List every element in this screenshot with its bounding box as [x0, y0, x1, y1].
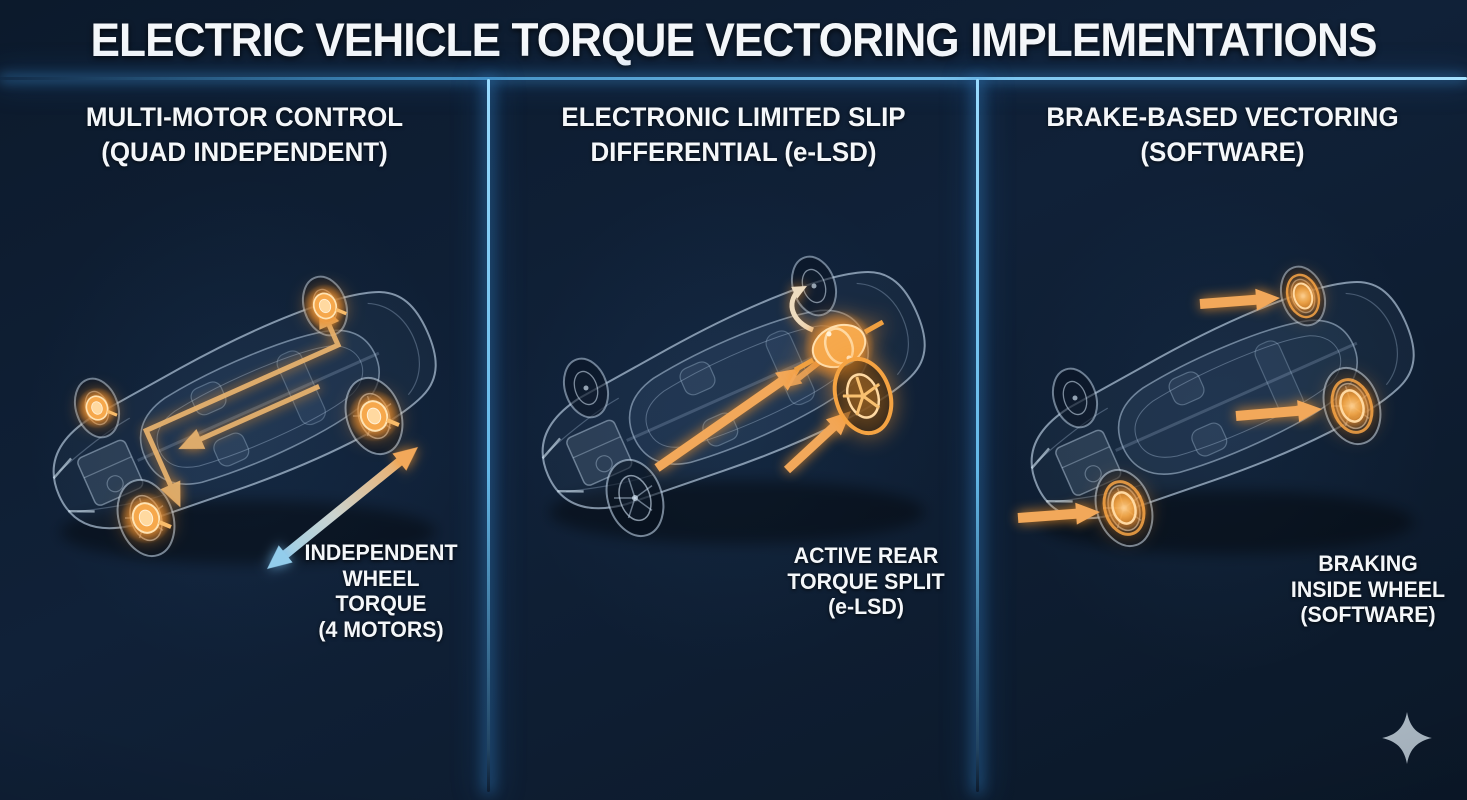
panel-1-caption-line-1: INDEPENDENT: [304, 540, 458, 565]
panel-1-header-line-2: (QUAD INDEPENDENT): [101, 137, 388, 167]
panel-2-caption-line-3: (e-LSD): [828, 594, 904, 619]
panel-1-header: MULTI-MOTOR CONTROL (QUAD INDEPENDENT): [10, 100, 479, 170]
brake-arrow-rear-far: [1199, 287, 1281, 311]
panel-3-caption-line-2: INSIDE WHEEL: [1290, 576, 1446, 602]
bidirectional-torque-arrow: [260, 438, 425, 578]
panel-2-caption: ACTIVE REAR TORQUE SPLIT (e-LSD): [759, 543, 972, 620]
panel-3-caption-line-3: (SOFTWARE): [1300, 602, 1436, 627]
panel-divider-line-1: [487, 79, 490, 792]
panel-2-header-line-2: DIFFERENTIAL (e-LSD): [590, 137, 877, 167]
front-left-motor-glow-icon: [118, 490, 174, 546]
panel-1-header-line-1: MULTI-MOTOR CONTROL: [85, 102, 404, 132]
e-lsd-differential-glow-icon: [793, 310, 885, 382]
rear-right-motor-glow-icon: [301, 282, 349, 330]
panel-divider-line-2: [976, 79, 979, 792]
glowing-rear-wheel-icon: [832, 356, 894, 436]
sparkle-icon: [1382, 712, 1432, 764]
panel-3-caption-line-1: BRAKING: [1318, 551, 1418, 576]
panel-3-header-line-1: BRAKE-BASED VECTORING: [1046, 102, 1399, 132]
panel-multi-motor-control: MULTI-MOTOR CONTROL (QUAD INDEPENDENT): [0, 80, 489, 800]
brake-vectoring-car-illustration: [978, 80, 1467, 800]
panel-1-caption-line-3: (4 MOTORS): [318, 616, 444, 642]
panel-2-header: ELECTRONIC LIMITED SLIP DIFFERENTIAL (e-…: [499, 100, 968, 170]
front-right-motor-glow-icon: [74, 385, 120, 431]
brake-arrow-rear-near: [1235, 398, 1323, 423]
panel-3-caption: BRAKING INSIDE WHEEL (SOFTWARE): [1261, 551, 1467, 628]
panel-2-caption-line-1: ACTIVE REAR: [793, 543, 939, 568]
panel-brake-based-vectoring: BRAKE-BASED VECTORING (SOFTWARE) BRAKING: [978, 80, 1467, 800]
panel-3-header: BRAKE-BASED VECTORING (SOFTWARE): [988, 100, 1457, 170]
title-divider-line: [0, 77, 1467, 80]
panel-2-caption-line-2: TORQUE SPLIT: [787, 568, 945, 594]
panel-electronic-lsd: ELECTRONIC LIMITED SLIP DIFFERENTIAL (e-…: [489, 80, 978, 800]
brake-arrow-front: [1017, 501, 1101, 525]
rear-wheel-torque-arrow: [783, 402, 859, 474]
panel-3-header-line-2: (SOFTWARE): [1140, 137, 1305, 167]
panel-2-header-line-1: ELECTRONIC LIMITED SLIP: [561, 102, 906, 132]
e-lsd-car-illustration: [489, 80, 978, 800]
panel-1-caption: INDEPENDENT WHEEL TORQUE (4 MOTORS): [299, 540, 464, 642]
forward-torque-arrow: [654, 358, 808, 472]
rear-left-motor-glow-icon: [346, 388, 402, 444]
panel-1-caption-line-2: WHEEL TORQUE: [335, 565, 427, 617]
multi-motor-car-illustration: [0, 80, 489, 578]
page-title: ELECTRIC VEHICLE TORQUE VECTORING IMPLEM…: [90, 13, 1378, 66]
